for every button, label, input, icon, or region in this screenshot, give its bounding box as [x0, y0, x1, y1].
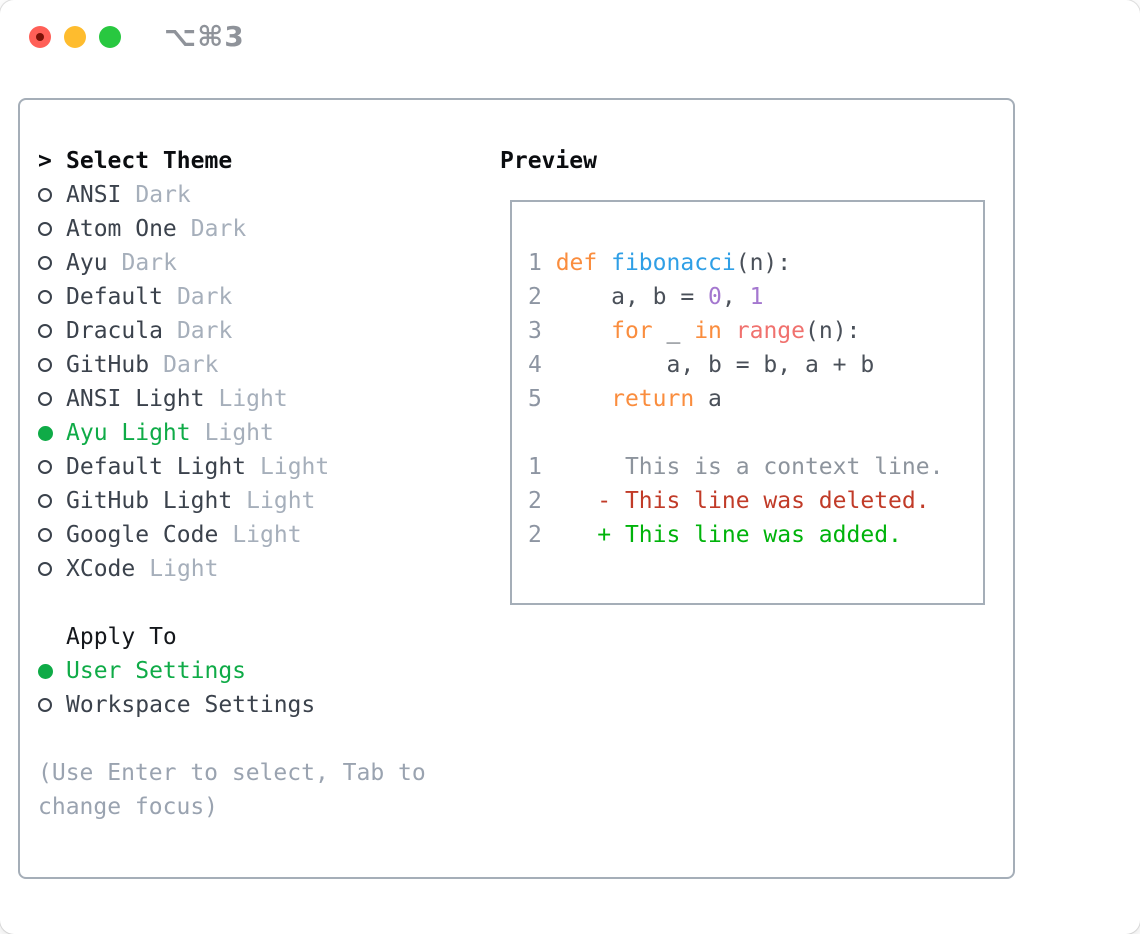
radio-icon — [38, 280, 66, 314]
spacer — [38, 586, 458, 620]
radio-icon — [38, 450, 66, 484]
radio-icon — [38, 348, 66, 382]
radio-selected-icon — [38, 654, 66, 688]
minimize-button[interactable] — [64, 26, 86, 48]
cursor-caret-icon: > — [38, 148, 52, 174]
diff-context-line: 1 This is a context line. — [528, 454, 944, 480]
preview-heading: Preview — [500, 148, 597, 174]
radio-selected-icon — [38, 416, 66, 450]
code-line: 3 for _ in range(n): — [528, 318, 861, 344]
radio-icon — [38, 484, 66, 518]
spacer — [38, 722, 458, 756]
radio-icon — [38, 552, 66, 586]
code-line: 5 return a — [528, 386, 722, 412]
help-text: (Use Enter to select, Tab to change focu… — [38, 760, 426, 820]
apply-option-user-settings[interactable]: User Settings — [38, 654, 458, 688]
apply-to-heading: Apply To — [66, 624, 177, 650]
code-line: 4 a, b = b, a + b — [528, 352, 875, 378]
radio-icon — [38, 382, 66, 416]
diff-deleted-line: 2 - This line was deleted. — [528, 488, 930, 514]
window-shortcut-label: ⌥⌘3 — [164, 20, 245, 53]
radio-icon — [38, 212, 66, 246]
radio-icon — [38, 246, 66, 280]
apply-option-workspace-settings[interactable]: Workspace Settings — [38, 688, 458, 722]
code-line: 1 def fibonacci(n): — [528, 250, 792, 276]
code-line-blank — [528, 416, 983, 450]
radio-icon — [38, 688, 66, 722]
preview-code-box: 1 def fibonacci(n): 2 a, b = 0, 1 3 for … — [510, 200, 985, 605]
diff-added-line: 2 + This line was added. — [528, 522, 902, 548]
select-theme-heading: >Select Theme — [38, 144, 458, 178]
close-button[interactable] — [29, 26, 51, 48]
radio-icon — [38, 178, 66, 212]
code-line: 2 a, b = 0, 1 — [528, 284, 764, 310]
titlebar: ⌥⌘3 — [0, 0, 1140, 98]
radio-icon — [38, 518, 66, 552]
zoom-button[interactable] — [99, 26, 121, 48]
radio-icon — [38, 314, 66, 348]
